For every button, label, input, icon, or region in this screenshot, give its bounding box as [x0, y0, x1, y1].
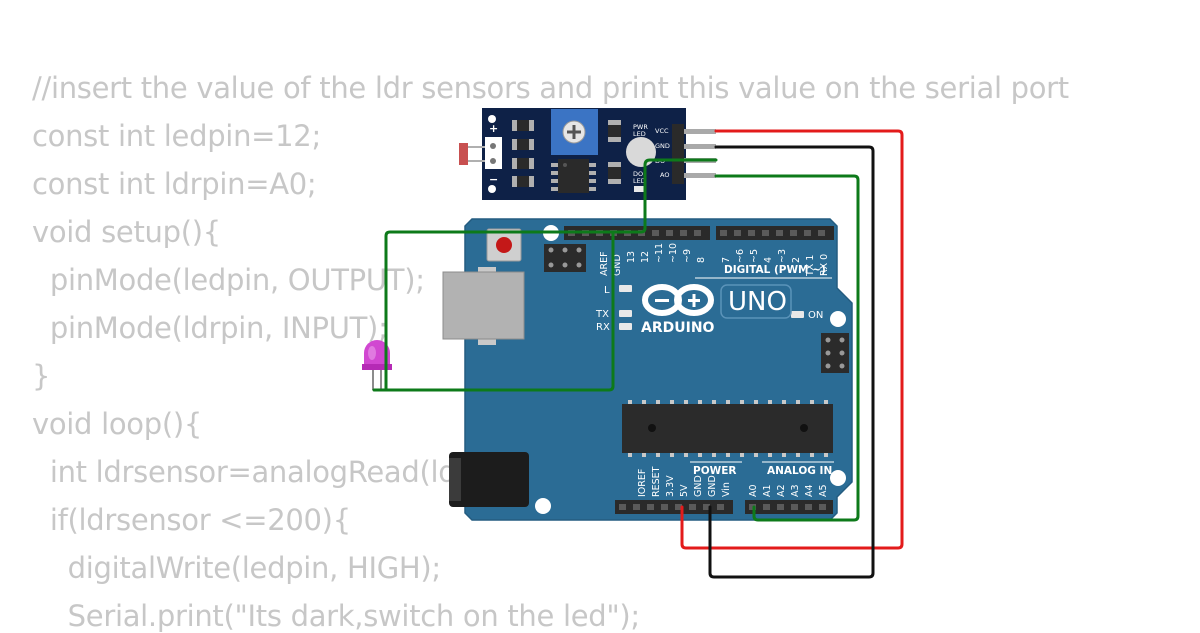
code-line: digitalWrite(ledpin, HIGH);: [32, 551, 442, 585]
pin-label: A0: [748, 484, 759, 497]
icsp-header: [821, 333, 849, 373]
microcontroller-chip: [622, 400, 833, 457]
wire-vcc-5v[interactable]: [680, 129, 904, 550]
svg-text:LED: LED: [633, 130, 646, 138]
pin-label: 2: [791, 257, 802, 263]
mounting-hole: [830, 311, 846, 327]
module-pin-header[interactable]: [672, 124, 716, 184]
reset-button[interactable]: [486, 228, 522, 262]
minus-label: −: [489, 173, 498, 186]
wire-led-pin12[interactable]: [372, 158, 718, 392]
svg-text:ON: ON: [808, 310, 823, 321]
svg-text:PWR: PWR: [633, 123, 648, 131]
pin-label: 3.3V: [665, 475, 676, 497]
wire-led-gnd[interactable]: [380, 230, 615, 392]
smd-resistor: [512, 120, 621, 187]
pin-label: ~5: [749, 249, 760, 263]
pin-label: A4: [804, 484, 815, 497]
power-jack: [449, 452, 529, 507]
svg-text:RX: RX: [596, 322, 610, 333]
power-header-label: POWER: [693, 465, 736, 477]
brand-label: ARDUINO: [641, 320, 715, 336]
pin-label: IOREF: [637, 469, 648, 497]
onboard-led-tx: TX: [595, 309, 632, 320]
code-line: if(ldrsensor <=200){: [32, 503, 351, 537]
pin-label: A3: [790, 484, 801, 497]
pin-label: 5V: [679, 484, 690, 497]
arduino-board[interactable]: AREF GND 13 12 ~11 ~10 ~9 8 7 ~6 ~5 4 ~3…: [442, 218, 853, 521]
pin-label-ao: AO: [660, 171, 669, 179]
pin-label-gnd: GND: [655, 142, 670, 150]
code-line: const int ledpin=12;: [32, 119, 321, 153]
code-line: pinMode(ledpin, OUTPUT);: [32, 263, 425, 297]
pin-label: GND: [693, 475, 704, 497]
wire-gnd[interactable]: [708, 145, 875, 579]
svg-text:L: L: [604, 285, 610, 296]
potentiometer-knob[interactable]: [551, 109, 598, 155]
led-lens: [626, 137, 656, 167]
pin-label: A1: [762, 484, 773, 497]
code-line: const int ldrpin=A0;: [32, 167, 317, 201]
pin-label: 8: [696, 257, 707, 263]
pin-label: ~6: [735, 249, 746, 263]
mounting-hole: [535, 498, 551, 514]
pin-label: 13: [626, 251, 637, 263]
pin-label: 4: [763, 257, 774, 263]
pin-label: ~3: [777, 249, 788, 263]
onboard-led-on: ON: [791, 310, 823, 321]
pin-label: 12: [640, 251, 651, 263]
usb-port: [442, 267, 525, 345]
wire-ao-a0[interactable]: [714, 174, 860, 522]
svg-text:LED: LED: [633, 177, 646, 185]
plus-label: +: [489, 122, 498, 135]
pin-label-vcc: VCC: [655, 127, 669, 135]
pin-label: Vin: [721, 482, 732, 497]
code-line: //insert the value of the ldr sensors an…: [32, 71, 1069, 105]
onboard-led-rx: RX: [596, 322, 632, 333]
pin-label: ~11: [654, 243, 665, 263]
power-header[interactable]: [615, 500, 733, 514]
icsp-header: [544, 244, 586, 272]
pin-label: 7: [721, 257, 732, 263]
pin-label: GND: [707, 475, 718, 497]
svg-text:TX: TX: [595, 309, 609, 320]
onboard-led-l: L: [604, 285, 632, 296]
ldr-sensor-module[interactable]: + − PWR: [459, 108, 716, 200]
pin-label: GND: [612, 254, 623, 276]
pin-label: ~10: [668, 243, 679, 263]
model-label: UNO: [728, 287, 787, 317]
pin-label: A2: [776, 484, 787, 497]
analog-header-label: ANALOG IN: [767, 465, 832, 477]
pin-label: RESET: [651, 466, 662, 497]
digital-header-label: DIGITAL (PWM ~): [724, 264, 826, 276]
code-line: void loop(){: [32, 407, 203, 441]
code-line: pinMode(ldrpin, INPUT);: [32, 311, 388, 345]
code-line: }: [32, 359, 51, 393]
svg-text:DO: DO: [633, 170, 643, 178]
pin-label: RX 0: [819, 254, 830, 276]
pin-label: AREF: [599, 251, 610, 276]
comparator-chip: [551, 159, 596, 193]
pin-label: TX 1: [805, 255, 816, 277]
arduino-logo-icon: [642, 284, 714, 316]
code-line: Serial.print("Its dark,switch on the led…: [32, 599, 641, 633]
mounting-hole: [830, 470, 846, 486]
photoresistor[interactable]: [459, 137, 502, 169]
pin-label: A5: [818, 484, 829, 497]
analog-header[interactable]: [745, 500, 833, 514]
do-led: DO LED: [633, 170, 646, 192]
pin-label: ~9: [682, 249, 693, 263]
purple-led[interactable]: [362, 340, 392, 390]
code-line: void setup(){: [32, 215, 221, 249]
